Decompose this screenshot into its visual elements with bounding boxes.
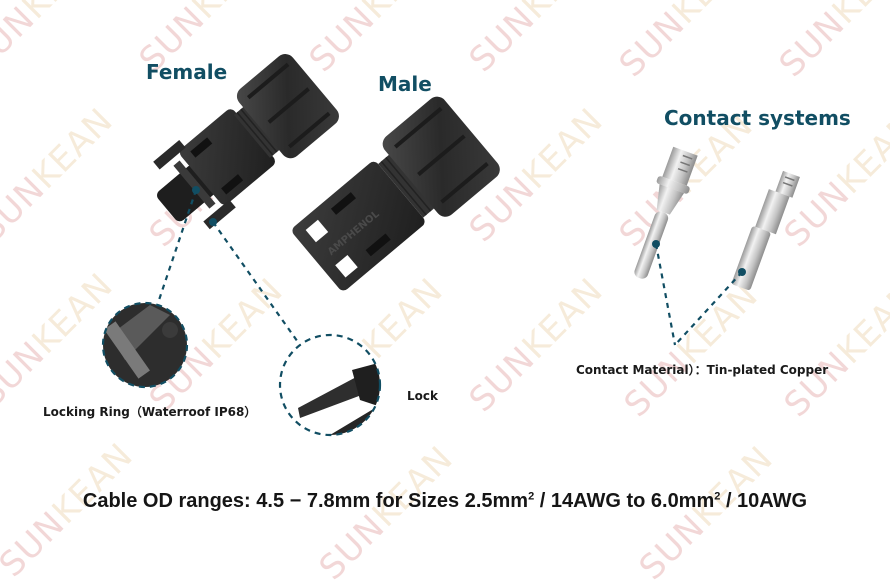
lock-label: Lock xyxy=(407,389,438,403)
lock-detail xyxy=(280,335,380,435)
male-title: Male xyxy=(378,72,432,96)
locking-ring-detail xyxy=(103,303,187,387)
locking-ring-label: Locking Ring（Waterroof IP68） xyxy=(43,405,257,419)
female-contact-socket xyxy=(732,170,800,290)
female-connector xyxy=(153,54,339,230)
male-connector: AMPHENOL xyxy=(292,96,500,291)
connector-illustration: AMPHENOL xyxy=(101,54,800,437)
cable-od-spec: Cable OD ranges: 4.5 − 7.8mm for Sizes 2… xyxy=(82,490,808,512)
contact-systems-title: Contact systems xyxy=(664,106,851,130)
callout-lines xyxy=(156,189,743,346)
male-contact-pin xyxy=(634,146,698,279)
contact-material-label: Contact Material）：Tin-plated Copper xyxy=(576,363,829,377)
female-title: Female xyxy=(146,60,228,84)
